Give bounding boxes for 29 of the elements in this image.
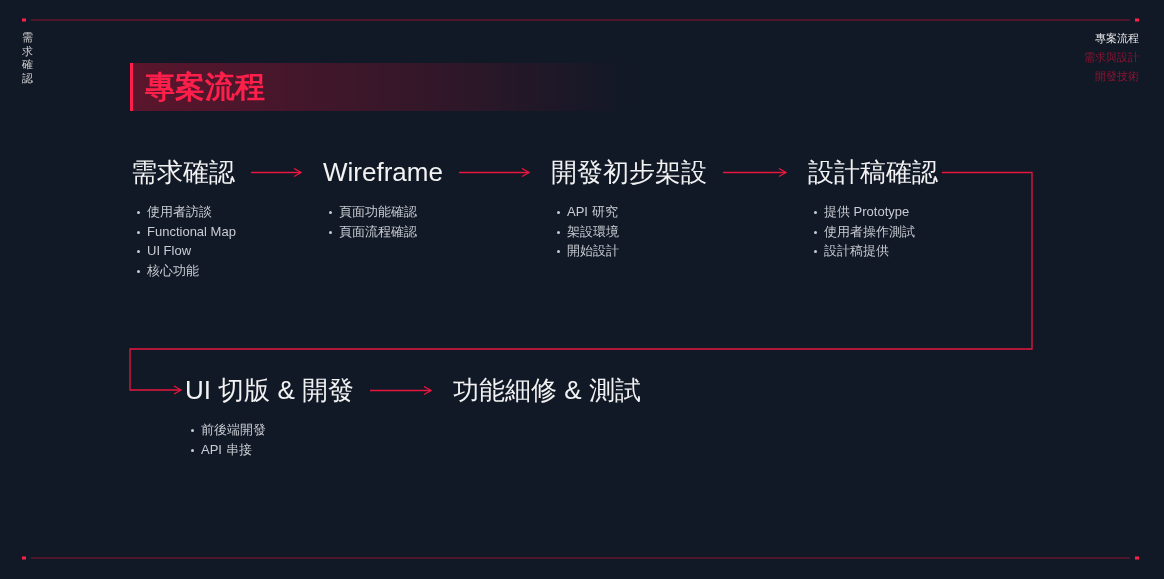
step-heading: 設計稿確認 <box>808 157 938 187</box>
bullet-item: Functional Map <box>135 223 236 240</box>
step-heading: 需求確認 <box>131 157 235 187</box>
bullet-item: UI Flow <box>135 243 192 259</box>
bullet-item: 前後端開發 <box>189 422 266 438</box>
arrow <box>250 167 302 178</box>
arrow <box>458 167 530 178</box>
nav-link: 開發技術 <box>1095 70 1139 83</box>
arrow <box>129 171 1033 395</box>
nav-link: 需求與設計 <box>1084 51 1139 64</box>
bullet-item: 頁面流程確認 <box>327 223 417 240</box>
bullet-item: 架設環境 <box>555 223 619 240</box>
bullet-item: 提供 Prototype <box>812 204 910 220</box>
step-heading: UI 切版 & 開發 <box>185 375 354 405</box>
step-heading: Wireframe <box>323 157 443 187</box>
step-heading: 功能細修 & 測試 <box>453 375 641 405</box>
bullet-item: API 串接 <box>189 441 252 458</box>
step-heading: 開發初步架設 <box>551 157 707 187</box>
bullet-item: 設計稿提供 <box>812 243 889 259</box>
bullet-item: 開始設計 <box>555 243 619 259</box>
arrow <box>369 385 432 396</box>
bullet-item: 使用者訪談 <box>135 204 212 220</box>
arrow <box>722 167 787 178</box>
bullet-item: API 研究 <box>555 204 618 220</box>
bullet-item: 頁面功能確認 <box>327 204 417 220</box>
nav-link: 專案流程 <box>1095 32 1139 45</box>
bullet-item: 核心功能 <box>135 262 199 279</box>
side-label: 需求確認 <box>22 31 34 85</box>
bullet-item: 使用者操作測試 <box>812 223 915 240</box>
